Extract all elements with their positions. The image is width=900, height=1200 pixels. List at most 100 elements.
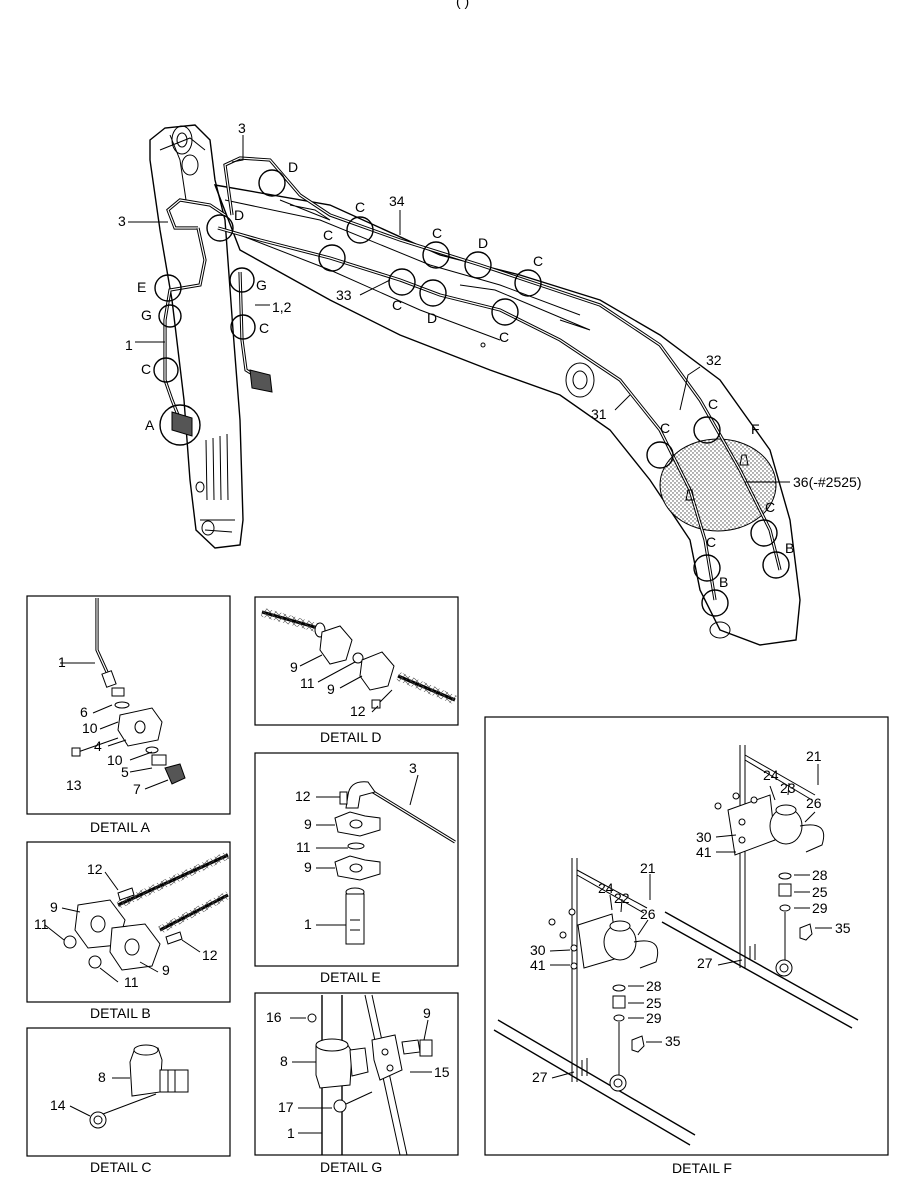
detail-c-label-14: 14 (50, 1097, 66, 1113)
label-detail-g2: G (256, 277, 267, 293)
detail-f-panel: 21 24 23 26 30 41 28 25 29 35 27 21 24 2… (484, 716, 889, 1156)
detail-f-label-28a: 28 (812, 867, 828, 883)
label-detail-f: F (751, 421, 760, 437)
label-hose-3-top: 3 (238, 120, 246, 136)
detail-e-panel: 3 12 9 11 9 1 (254, 752, 459, 967)
detail-b-label-11a: 11 (34, 916, 49, 932)
label-detail-d-left: D (234, 207, 244, 223)
label-detail-b1: B (785, 540, 794, 556)
detail-f-label-24b: 24 (598, 880, 614, 896)
detail-f-label-25a: 25 (812, 884, 828, 900)
label-c6: C (141, 361, 151, 377)
detail-g-label-1: 1 (287, 1125, 295, 1141)
detail-e-label-9a: 9 (304, 816, 312, 832)
label-hose-1: 1 (125, 337, 133, 353)
detail-f-label-27b: 27 (532, 1069, 548, 1085)
detail-a-label-4: 4 (94, 738, 102, 754)
label-d3: D (427, 310, 437, 326)
label-detail-e: E (137, 279, 146, 295)
detail-c-panel: 8 14 (26, 1027, 231, 1157)
detail-b-label-9a: 9 (50, 899, 58, 915)
detail-e-label-11: 11 (296, 839, 311, 855)
label-c2: C (432, 225, 442, 241)
label-c12: C (706, 534, 716, 550)
detail-b-caption: DETAIL B (90, 1005, 151, 1021)
detail-f-label-21a: 21 (806, 748, 822, 764)
main-labels: 3 D 34 3 D C C D C C E G G 1,2 C 1 C A 3… (118, 120, 862, 590)
leader-lines (128, 135, 790, 483)
label-hose-32: 32 (706, 352, 722, 368)
detail-f-label-30a: 30 (696, 829, 712, 845)
detail-c-caption: DETAIL C (90, 1159, 151, 1175)
detail-g-caption: DETAIL G (320, 1159, 382, 1175)
label-c10: C (708, 396, 718, 412)
label-detail-a: A (145, 417, 155, 433)
detail-d-label-12: 12 (350, 703, 366, 719)
label-hose-1-2: 1,2 (272, 299, 292, 315)
detail-f-label-26a: 26 (806, 795, 822, 811)
detail-f-label-28b: 28 (646, 978, 662, 994)
label-detail-b2: B (719, 574, 728, 590)
detail-f-caption: DETAIL F (672, 1160, 732, 1176)
header-fragment: ( ) (456, 0, 469, 9)
label-c9: C (660, 420, 670, 436)
detail-e-label-12: 12 (295, 788, 311, 804)
label-c8: C (499, 329, 509, 345)
detail-b-label-11b: 11 (124, 974, 139, 990)
detail-f-label-41b: 41 (530, 957, 546, 973)
detail-g-panel: 16 9 8 15 17 1 (254, 992, 459, 1156)
detail-c-label-8: 8 (98, 1069, 106, 1085)
label-detail-d-top: D (288, 159, 298, 175)
detail-d-label-9a: 9 (290, 659, 298, 675)
detail-e-label-9b: 9 (304, 859, 312, 875)
detail-a-label-7: 7 (133, 781, 141, 797)
detail-b-label-9b: 9 (162, 962, 170, 978)
detail-b-label-12a: 12 (87, 861, 103, 877)
detail-a-label-10a: 10 (82, 720, 98, 736)
detail-f-label-35b: 35 (665, 1033, 681, 1049)
label-c7: C (392, 297, 402, 313)
label-c4: C (323, 227, 333, 243)
detail-d-label-11: 11 (300, 675, 315, 691)
detail-g-label-15: 15 (434, 1064, 450, 1080)
boom-assembly (149, 124, 801, 646)
detail-a-label-6: 6 (80, 704, 88, 720)
detail-f-label-25b: 25 (646, 995, 662, 1011)
detail-f-label-29a: 29 (812, 900, 828, 916)
detail-e-label-3: 3 (409, 760, 417, 776)
label-hose-34: 34 (389, 193, 405, 209)
detail-f-label-27a: 27 (697, 955, 713, 971)
detail-f-label-22: 22 (614, 890, 630, 906)
detail-d-panel: 9 11 9 12 (254, 596, 459, 726)
detail-a-label-1: 1 (58, 654, 66, 670)
label-part-36: 36(-#2525) (793, 474, 862, 490)
detail-markers (153, 169, 790, 617)
detail-f-label-35a: 35 (835, 920, 851, 936)
label-hose-31: 31 (591, 406, 607, 422)
detail-g-label-17: 17 (278, 1099, 294, 1115)
detail-f-label-24a: 24 (763, 767, 779, 783)
detail-g-label-16: 16 (266, 1009, 282, 1025)
detail-f-label-26b: 26 (640, 906, 656, 922)
detail-a-panel: 1 6 10 4 10 5 7 13 (26, 595, 231, 815)
label-d2: D (478, 235, 488, 251)
detail-b-label-12b: 12 (202, 947, 218, 963)
detail-a-label-5: 5 (121, 764, 129, 780)
detail-f-label-30b: 30 (530, 942, 546, 958)
detail-d-label-9b: 9 (327, 681, 335, 697)
detail-a-label-10b: 10 (107, 752, 123, 768)
detail-g-label-8: 8 (280, 1053, 288, 1069)
detail-d-caption: DETAIL D (320, 729, 381, 745)
detail-e-caption: DETAIL E (320, 969, 381, 985)
detail-a-caption: DETAIL A (90, 819, 151, 835)
detail-f-label-41a: 41 (696, 844, 712, 860)
detail-f-label-21b: 21 (640, 860, 656, 876)
detail-e-label-1: 1 (304, 916, 312, 932)
label-c11: C (765, 499, 775, 515)
detail-f-label-23: 23 (780, 780, 796, 796)
label-hose-33: 33 (336, 287, 352, 303)
detail-f-label-29b: 29 (646, 1010, 662, 1026)
detail-b-panel: 12 9 11 12 9 11 (26, 841, 231, 1003)
label-c3: C (533, 253, 543, 269)
